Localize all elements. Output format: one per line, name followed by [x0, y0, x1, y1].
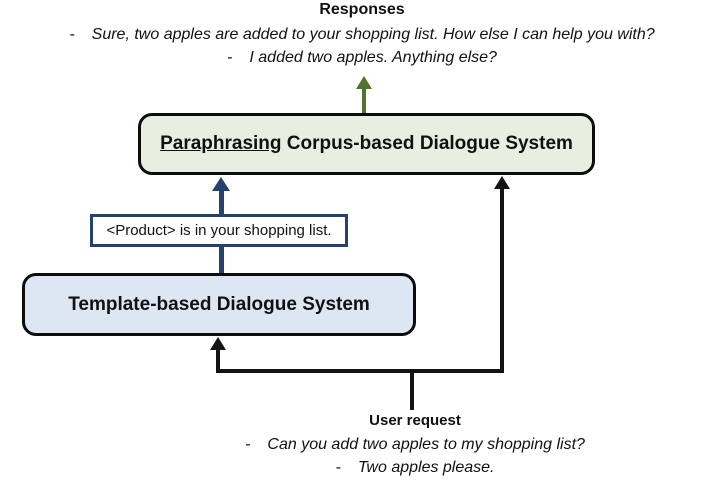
product-message-label: <Product> is in your shopping list.	[106, 222, 332, 239]
paraphrasing-system-box: Paraphrasing Corpus-based Dialogue Syste…	[138, 113, 595, 175]
responses-block: Responses - Sure, two apples are added t…	[0, 0, 720, 69]
user-request-item: - Can you add two apples to my shopping …	[115, 433, 715, 456]
user-request-block: User request - Can you add two apples to…	[115, 411, 715, 479]
user-request-text: Two apples please.	[357, 459, 495, 476]
responses-arrow-head-icon	[356, 76, 372, 89]
user-request-item: - Two apples please.	[115, 456, 715, 479]
template-system-box: Template-based Dialogue System	[22, 273, 416, 336]
product-message-box: <Product> is in your shopping list.	[90, 214, 348, 247]
response-item: - I added two apples. Anything else?	[0, 46, 720, 69]
dash-bullet: -	[335, 459, 341, 476]
response-text: I added two apples. Anything else?	[249, 49, 497, 66]
template-to-paraphrasing-arrow-head-icon	[212, 177, 230, 191]
user-request-text: Can you add two apples to my shopping li…	[267, 436, 585, 453]
user-request-title: User request	[369, 412, 461, 429]
paraphrasing-label-rest: Corpus-based Dialogue System	[281, 133, 573, 154]
responses-title: Responses	[319, 1, 405, 18]
dash-bullet: -	[227, 49, 233, 66]
user-to-template-arrow-line	[216, 349, 220, 373]
user-to-paraphrasing-arrow-head-icon	[494, 176, 510, 189]
paraphrasing-label-underlined: Paraphrasing	[160, 133, 282, 154]
responses-arrow-line	[362, 88, 366, 114]
dash-bullet: -	[69, 26, 75, 43]
connector-horizontal-line	[216, 369, 504, 373]
response-item: - Sure, two apples are added to your sho…	[0, 23, 720, 46]
response-text: Sure, two apples are added to your shopp…	[91, 26, 655, 43]
user-to-paraphrasing-arrow-line	[500, 188, 504, 373]
dash-bullet: -	[245, 436, 251, 453]
template-label: Template-based Dialogue System	[68, 293, 370, 315]
user-request-stem-line	[410, 369, 414, 410]
user-to-template-arrow-head-icon	[210, 337, 226, 350]
